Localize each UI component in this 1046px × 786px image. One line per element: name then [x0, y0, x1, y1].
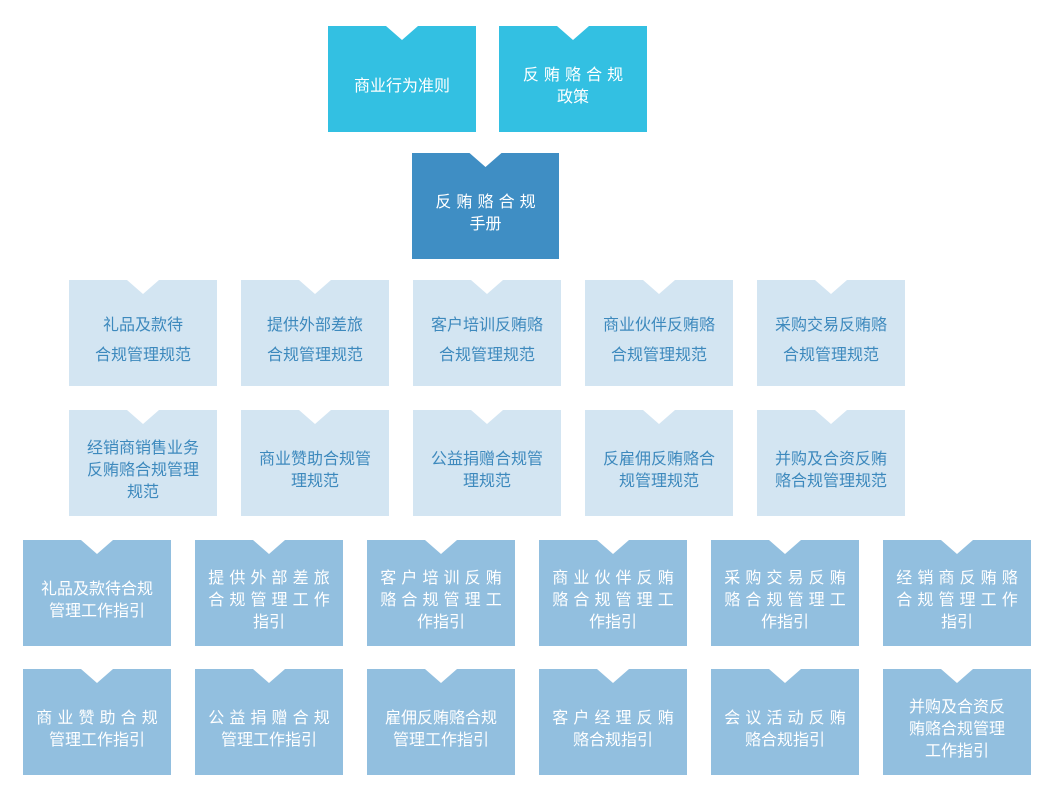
node-label: 公 益 捐 赠 合 规 管理工作指引 [208, 708, 330, 749]
node-guide: 采 购 交 易 反 贿 赂 合 规 管 理 工 作指引 [711, 540, 859, 646]
node-guide: 客 户 培 训 反 贿 赂 合 规 管 理 工 作指引 [367, 540, 515, 646]
node-guide: 客 户 经 理 反 贿 赂合规指引 [539, 669, 687, 775]
node-label: 客 户 培 训 反 贿 赂 合 规 管 理 工 作指引 [380, 568, 502, 631]
node-label: 雇佣反贿赂合规 管理工作指引 [384, 708, 497, 749]
node-norm: 提供外部差旅 合规管理规范 [241, 280, 389, 386]
node-label: 提供外部差旅 合规管理规范 [266, 315, 363, 364]
node-anti-bribery-policy: 反 贿 赂 合 规 政策 [499, 26, 647, 132]
node-label: 客 户 经 理 反 贿 赂合规指引 [552, 708, 674, 749]
node-guide: 商 业 赞 助 合 规 管理工作指引 [23, 669, 171, 775]
node-label: 提 供 外 部 差 旅 合 规 管 理 工 作 指引 [208, 568, 330, 631]
node-label: 采 购 交 易 反 贿 赂 合 规 管 理 工 作指引 [724, 568, 846, 631]
node-guide: 公 益 捐 赠 合 规 管理工作指引 [195, 669, 343, 775]
node-guide: 礼品及款待合规 管理工作指引 [23, 540, 171, 646]
node-guide: 会 议 活 动 反 贿 赂合规指引 [711, 669, 859, 775]
node-norm: 反雇佣反贿赂合 规管理规范 [585, 410, 733, 516]
node-label: 经销商销售业务 反贿赂合规管理 规范 [86, 438, 199, 501]
node-label: 会 议 活 动 反 贿 赂合规指引 [724, 708, 846, 749]
node-guide: 提 供 外 部 差 旅 合 规 管 理 工 作 指引 [195, 540, 343, 646]
node-label: 公益捐赠合规管 理规范 [430, 449, 543, 490]
node-label: 采购交易反贿赂 合规管理规范 [774, 315, 887, 364]
node-norm: 并购及合资反贿 赂合规管理规范 [757, 410, 905, 516]
node-norm: 公益捐赠合规管 理规范 [413, 410, 561, 516]
node-guide: 雇佣反贿赂合规 管理工作指引 [367, 669, 515, 775]
node-label: 商业伙伴反贿赂 合规管理规范 [602, 315, 715, 364]
node-label: 商 业 伙 伴 反 贿 赂 合 规 管 理 工 作指引 [552, 568, 674, 631]
node-label: 反 贿 赂 合 规 手册 [435, 192, 536, 233]
node-label: 礼品及款待合规 管理工作指引 [40, 579, 153, 620]
node-norm: 商业伙伴反贿赂 合规管理规范 [585, 280, 733, 386]
node-code-of-conduct: 商业行为准则 [328, 26, 476, 132]
node-label: 客户培训反贿赂 合规管理规范 [430, 315, 543, 364]
node-label: 商业赞助合规管 理规范 [258, 449, 371, 490]
node-norm: 客户培训反贿赂 合规管理规范 [413, 280, 561, 386]
node-norm: 商业赞助合规管 理规范 [241, 410, 389, 516]
node-norm: 礼品及款待 合规管理规范 [69, 280, 217, 386]
node-anti-bribery-manual: 反 贿 赂 合 规 手册 [412, 153, 559, 259]
node-label: 并购及合资反贿 赂合规管理规范 [774, 449, 887, 490]
node-norm: 采购交易反贿赂 合规管理规范 [757, 280, 905, 386]
node-label: 反 贿 赂 合 规 政策 [522, 65, 624, 106]
node-label: 商 业 赞 助 合 规 管理工作指引 [36, 708, 158, 749]
node-label: 并购及合资反 贿赂合规管理 工作指引 [908, 697, 1005, 760]
node-guide: 商 业 伙 伴 反 贿 赂 合 规 管 理 工 作指引 [539, 540, 687, 646]
node-label: 经 销 商 反 贿 赂 合 规 管 理 工 作 指引 [896, 568, 1018, 631]
node-guide: 经 销 商 反 贿 赂 合 规 管 理 工 作 指引 [883, 540, 1031, 646]
node-norm: 经销商销售业务 反贿赂合规管理 规范 [69, 410, 217, 516]
node-label: 反雇佣反贿赂合 规管理规范 [602, 449, 715, 490]
node-label: 礼品及款待 合规管理规范 [94, 315, 191, 364]
node-guide: 并购及合资反 贿赂合规管理 工作指引 [883, 669, 1031, 775]
node-label: 商业行为准则 [353, 76, 450, 95]
